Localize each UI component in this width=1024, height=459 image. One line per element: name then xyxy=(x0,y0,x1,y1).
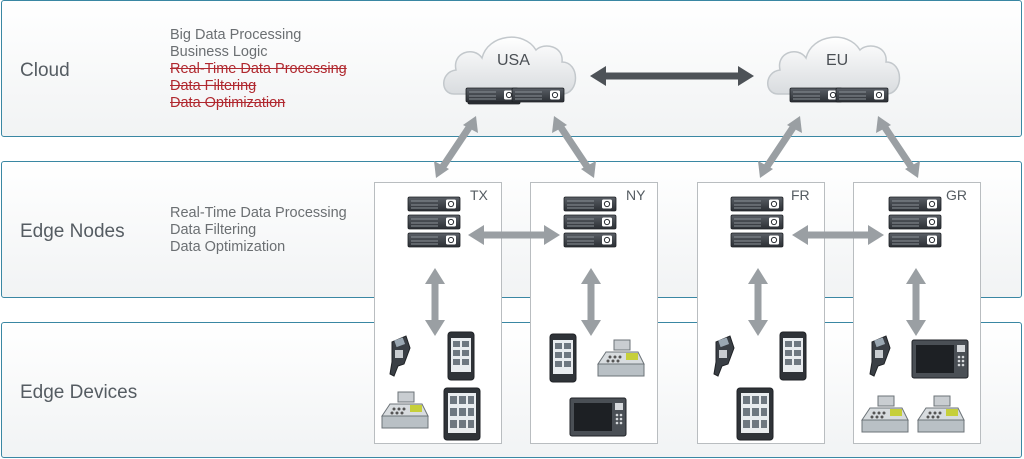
tablet-icon xyxy=(443,387,481,441)
tablet-icon xyxy=(736,387,774,441)
site-code-gr: GR xyxy=(946,187,967,203)
site-code-ny: NY xyxy=(626,187,646,203)
server-stack-tx xyxy=(408,197,460,247)
node-device-arrows xyxy=(425,268,926,336)
cloud-usa-label: USA xyxy=(497,52,530,69)
cloud-struck-feature: Real-Time Data Processing xyxy=(170,61,347,77)
pos-terminal-icon xyxy=(389,335,411,377)
server-stack-fr xyxy=(731,197,783,247)
cloud-struck-feature: Data Filtering xyxy=(170,78,257,94)
site-code-fr: FR xyxy=(791,187,810,203)
edge-node-feature-list: Real-Time Data Processing Data Filtering… xyxy=(170,205,347,256)
microwave-icon xyxy=(569,397,627,437)
cloud-eu-servers xyxy=(789,87,889,103)
edge-nodes-tier xyxy=(1,161,1022,298)
cash-register-icon xyxy=(381,391,429,429)
cloud-usa-servers xyxy=(465,87,565,103)
pos-terminal-icon xyxy=(713,335,735,377)
smartphone-icon xyxy=(779,331,807,381)
edge-devices-tier-label: Edge Devices xyxy=(20,382,138,403)
edge-node-feature: Real-Time Data Processing xyxy=(170,205,347,221)
cloud-struck-feature: Data Optimization xyxy=(170,95,286,111)
site-code-tx: TX xyxy=(470,187,488,203)
microwave-icon xyxy=(911,339,969,379)
cloud-tier-label: Cloud xyxy=(20,60,70,81)
smartphone-icon xyxy=(447,331,475,381)
cloud-feature: Big Data Processing xyxy=(170,27,302,43)
cash-register-icon xyxy=(597,339,645,377)
cloud-node-arrows xyxy=(434,116,920,178)
smartphone-icon xyxy=(549,333,577,383)
cloud-eu-label: EU xyxy=(826,52,849,69)
usa-eu-link-arrow xyxy=(590,66,754,86)
edge-node-feature: Data Optimization xyxy=(170,239,286,255)
node-link-arrows xyxy=(468,225,884,245)
cloud-feature-list: Big Data Processing Business Logic Real-… xyxy=(170,27,347,112)
server-stack-gr xyxy=(889,197,941,247)
cash-register-icon xyxy=(861,395,909,433)
cloud-feature: Business Logic xyxy=(170,44,268,60)
pos-terminal-icon xyxy=(869,335,891,377)
edge-nodes-tier-label: Edge Nodes xyxy=(20,221,125,242)
cash-register-icon xyxy=(917,395,965,433)
edge-node-feature: Data Filtering xyxy=(170,222,257,238)
edge-devices-tier xyxy=(1,322,1022,458)
server-stack-ny xyxy=(564,197,616,247)
